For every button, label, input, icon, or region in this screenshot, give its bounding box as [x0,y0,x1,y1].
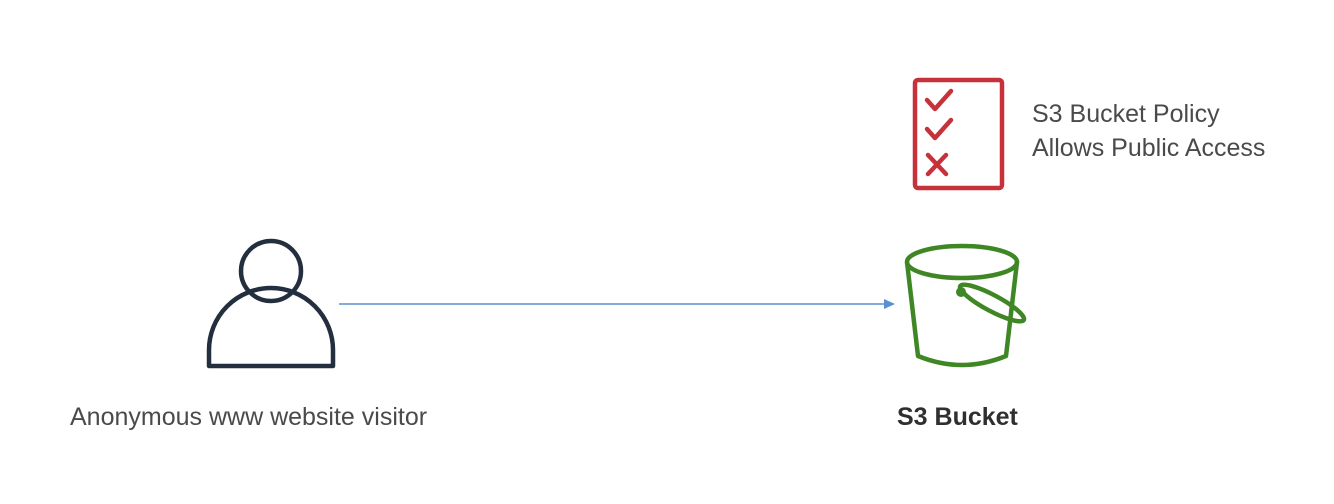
policy-checklist-icon [912,77,1005,191]
visitor-label: Anonymous www website visitor [70,403,428,431]
request-arrow [339,299,895,309]
policy-description: S3 Bucket Policy Allows Public Access [1032,97,1265,165]
policy-title: S3 Bucket Policy [1032,100,1220,128]
user-icon [206,238,336,369]
bucket-label: S3 Bucket [897,403,1018,431]
s3-bucket-icon [904,243,1027,368]
policy-subtitle: Allows Public Access [1032,134,1266,162]
